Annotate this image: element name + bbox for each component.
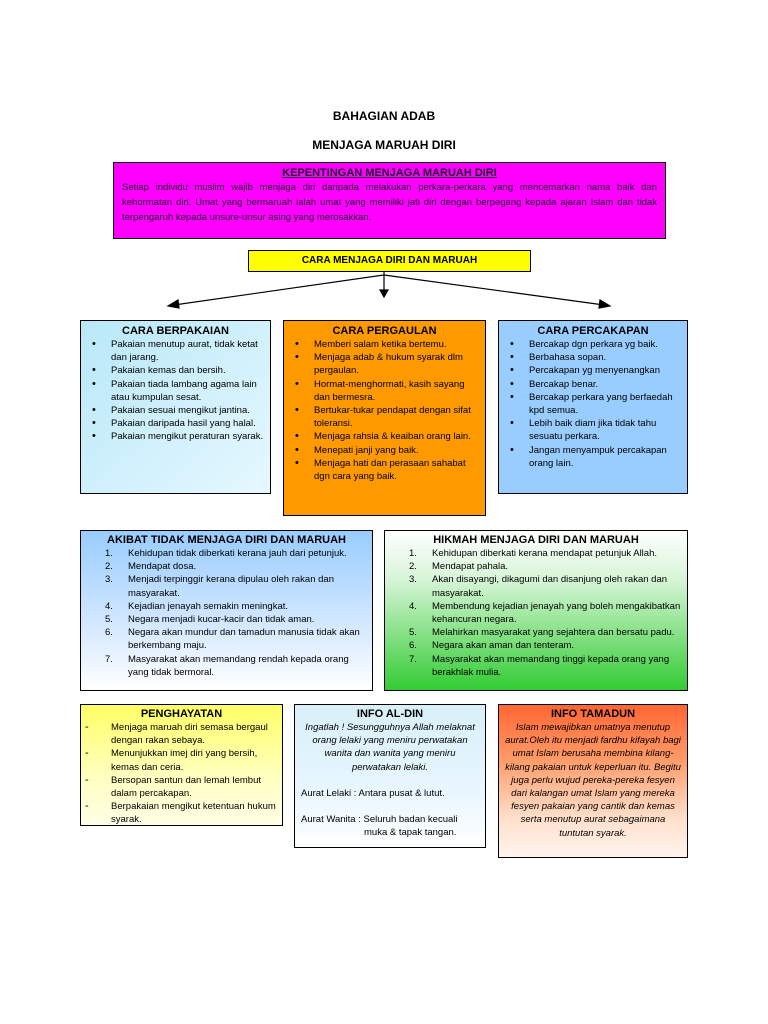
arrow-right-line: [383, 274, 605, 306]
list-item: Menunjukkan imej diri yang bersih, kemas…: [81, 747, 276, 773]
list-item: 4.Kejadian jenayah semakin meningkat.: [105, 600, 289, 612]
pergaulan-list: Memberi salam ketika bertemu. Menjaga ad…: [284, 338, 481, 483]
arrows-diagram: [166, 272, 612, 309]
aldin-box: INFO AL-DIN Ingatlah ! Sesungguhnya Alla…: [294, 704, 486, 848]
list-item: Bercakap benar.: [499, 378, 683, 391]
list-item: Bertukar-tukar pendapat dengan sifat tol…: [284, 404, 481, 430]
list-item: Berpakaian mengikut ketentuan hukum syar…: [81, 800, 276, 826]
arrow-center-head: [378, 289, 390, 299]
aldin-aurat-wanita: Aurat Wanita : Seluruh badan kecuali: [301, 814, 458, 826]
list-item: Bercakap dgn perkara yg baik.: [499, 338, 683, 351]
penghayatan-title: PENGHAYATAN: [140, 708, 223, 720]
list-item: Pakaian menutup aurat, tidak ketat dan j…: [81, 338, 266, 364]
akibat-title: AKIBAT TIDAK MENJAGA DIRI DAN MARUAH: [107, 534, 346, 546]
pergaulan-box: CARA PERGAULAN Memberi salam ketika bert…: [283, 320, 486, 516]
list-item: Pakaian daripada hasil yang halal.: [81, 417, 266, 430]
list-item: Bersopan santun dan lemah lembut dalam p…: [81, 774, 276, 800]
list-item: Menepati janji yang baik.: [284, 444, 481, 457]
aldin-aurat-wanita-cont: muka & tapak tangan.: [364, 827, 457, 839]
list-item: Menjaga maruah diri semasa bergaul denga…: [81, 721, 276, 747]
penghayatan-box: PENGHAYATAN Menjaga maruah diri semasa b…: [80, 704, 283, 826]
tamadun-title: INFO TAMADUN: [550, 708, 636, 720]
cara-box: CARA MENJAGA DIRI DAN MARUAH: [248, 250, 531, 272]
list-item: 1.Kehidupan tidak diberkati kerana jauh …: [105, 548, 347, 559]
list-item: Menjaga hati dan perasaan sahabat dgn ca…: [284, 457, 481, 483]
list-item: Pakaian tiada lambang agama lain atau ku…: [81, 378, 266, 404]
aldin-title: INFO AL-DIN: [356, 708, 424, 720]
list-item: Berbahasa sopan.: [499, 351, 683, 364]
list-item: 6.Negara akan aman dan tenteram.: [409, 640, 575, 652]
aldin-aurat-lelaki: Aurat Lelaki : Antara pusat & lutut.: [301, 787, 445, 799]
penghayatan-list: Menjaga maruah diri semasa bergaul denga…: [81, 721, 276, 827]
aldin-quote: Ingatlah ! Sesungguhnya Allah melaknat o…: [305, 722, 475, 773]
list-item: 5.Melahirkan masyarakat yang sejahtera d…: [409, 627, 675, 639]
list-item: 5.Negara menjadi kucar-kacir dan tidak a…: [105, 614, 315, 626]
arrow-left-head: [166, 299, 180, 309]
berpakaian-title: CARA BERPAKAIAN: [122, 325, 229, 337]
list-item: Hormat-menghormati, kasih sayang dan ber…: [284, 378, 481, 404]
list-item: 7.Masyarakat akan memandang tinggi kepad…: [409, 653, 670, 678]
page-title: BAHAGIAN ADAB: [332, 109, 436, 123]
list-item: Pakaian mengikut peraturan syarak.: [81, 430, 266, 443]
list-item: 1.Kehidupan diberkati kerana mendapat pe…: [409, 548, 657, 559]
tamadun-box: INFO TAMADUN Islam mewajibkan umatnya me…: [498, 704, 688, 858]
list-item: 3.Akan disayangi, dikagumi dan disanjung…: [409, 574, 668, 599]
list-item: Pakaian kemas dan bersih.: [81, 364, 266, 377]
pergaulan-title: CARA PERGAULAN: [332, 325, 437, 337]
list-item: 7.Masyarakat akan memandang rendah kepad…: [105, 653, 349, 678]
tamadun-text: Islam mewajibkan umatnya menutup aurat.O…: [505, 722, 681, 839]
berpakaian-box: CARA BERPAKAIAN Pakaian menutup aurat, t…: [80, 320, 271, 494]
kepentingan-box: KEPENTINGAN MENJAGA MARUAH DIRI Setiap i…: [113, 162, 666, 239]
list-item: 6.Negara akan mundur dan tamadun manusia…: [105, 627, 360, 652]
list-item: Memberi salam ketika bertemu.: [284, 338, 481, 351]
list-item: 2.Mendapat dosa.: [105, 561, 197, 573]
list-item: Menjaga rahsia & keaiban orang lain.: [284, 430, 481, 443]
list-item: Percakapan yg menyenangkan: [499, 364, 683, 377]
list-item: 2.Mendapat pahala.: [409, 561, 509, 573]
list-item: Menjaga adab & hukum syarak dlm pergaula…: [284, 351, 481, 377]
kepentingan-text: Setiap individu muslim wajib menjaga dir…: [122, 182, 657, 223]
hikmah-box: HIKMAH MENJAGA DIRI DAN MARUAH 1.Kehidup…: [384, 530, 688, 691]
arrow-right-head: [598, 299, 612, 309]
akibat-list: 1.Kehidupan tidak diberkati kerana jauh …: [81, 547, 366, 679]
list-item: 4.Membendung kejadian jenayah yang boleh…: [409, 600, 681, 626]
percakapan-box: CARA PERCAKAPAN Bercakap dgn perkara yg …: [498, 320, 688, 494]
list-item: Lebih baik diam jika tidak tahu sesuatu …: [499, 417, 683, 443]
list-item: Bercakap perkara yang berfaedah kpd semu…: [499, 391, 683, 417]
akibat-box: AKIBAT TIDAK MENJAGA DIRI DAN MARUAH 1.K…: [80, 530, 373, 691]
list-item: Jangan menyampuk percakapan orang lain.: [499, 444, 683, 470]
cara-title: CARA MENJAGA DIRI DAN MARUAH: [301, 255, 478, 266]
arrow-left-line: [173, 274, 385, 306]
percakapan-title: CARA PERCAKAPAN: [537, 325, 649, 337]
hikmah-title: HIKMAH MENJAGA DIRI DAN MARUAH: [433, 534, 639, 546]
page-subtitle: MENJAGA MARUAH DIRI: [312, 138, 456, 152]
hikmah-list: 1.Kehidupan diberkati kerana mendapat pe…: [385, 547, 681, 679]
berpakaian-list: Pakaian menutup aurat, tidak ketat dan j…: [81, 338, 266, 444]
percakapan-list: Bercakap dgn perkara yg baik. Berbahasa …: [499, 338, 683, 470]
list-item: 3.Menjadi terpinggir kerana dipulau oleh…: [105, 574, 334, 599]
list-item: Pakaian sesuai mengikut jantina.: [81, 404, 266, 417]
kepentingan-title: KEPENTINGAN MENJAGA MARUAH DIRI: [282, 167, 497, 179]
